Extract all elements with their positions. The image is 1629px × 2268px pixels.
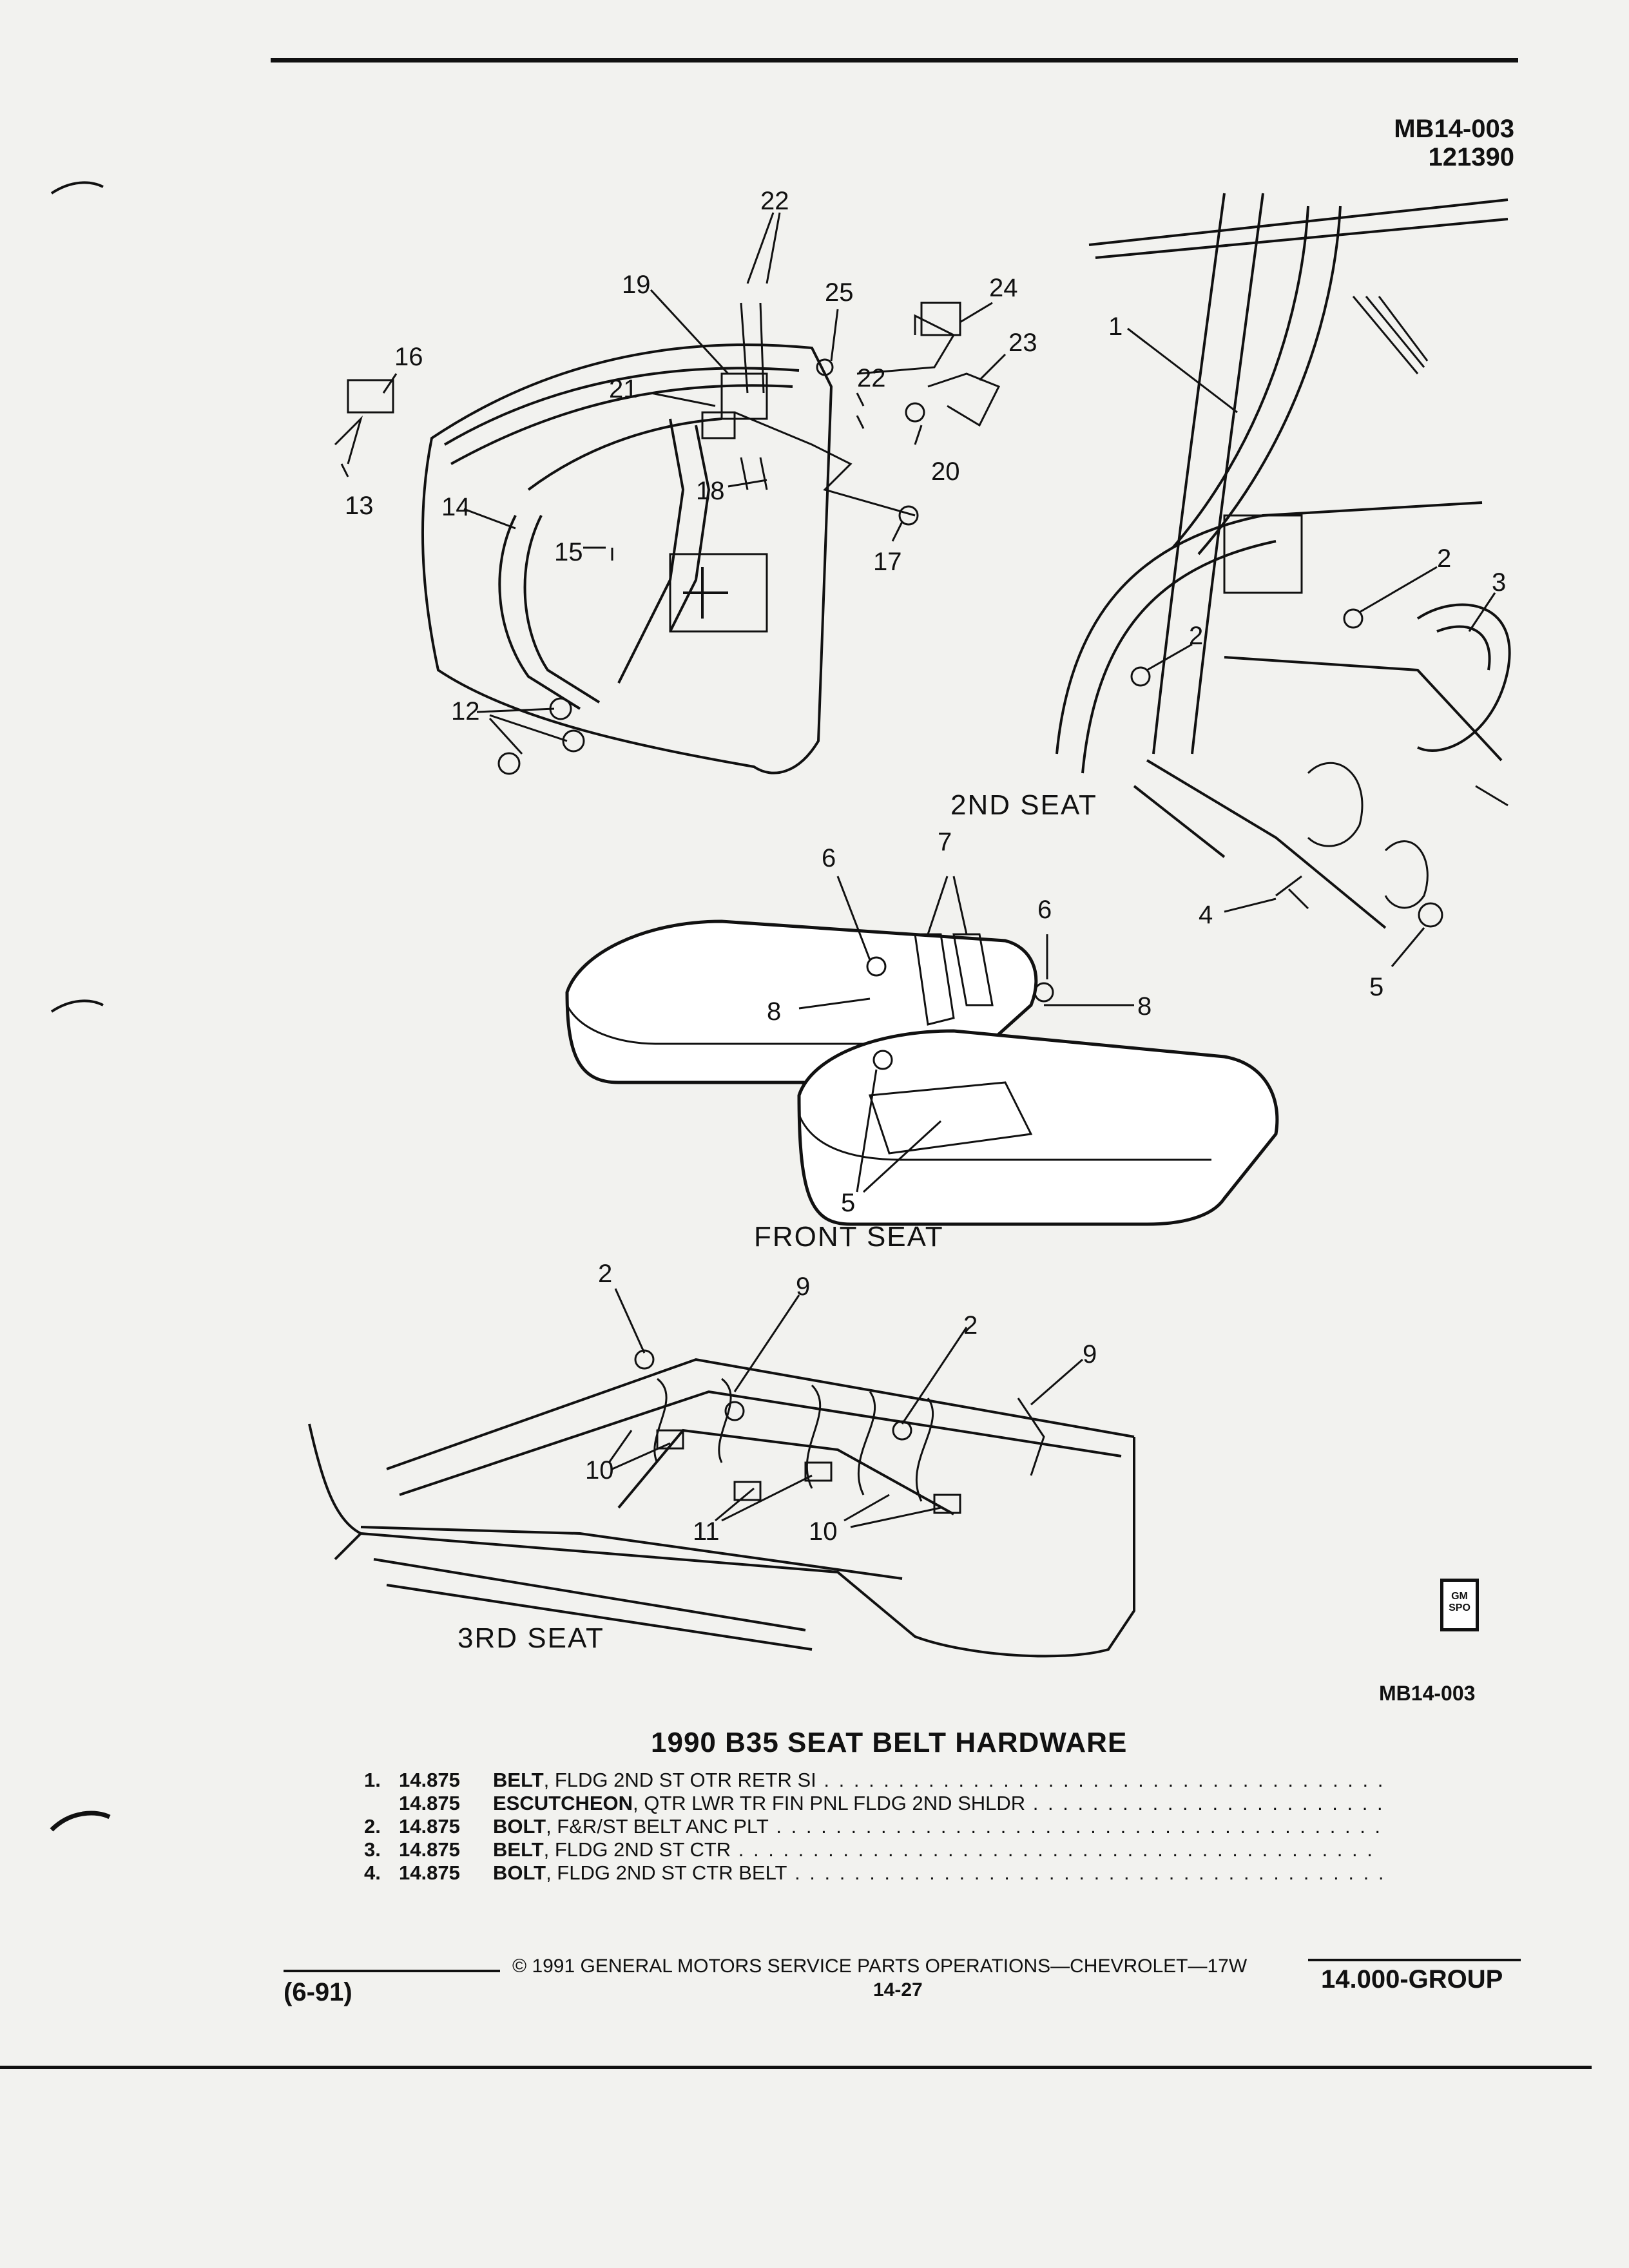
top-rule <box>271 58 1518 62</box>
callout-8-left: 8 <box>767 997 782 1026</box>
callout-13: 13 <box>345 492 374 520</box>
footer-rule-right <box>1308 1959 1521 1961</box>
footer-rule-left <box>284 1970 500 1972</box>
bottom-rule <box>0 2066 1592 2069</box>
callout-18: 18 <box>696 477 725 505</box>
footer-date: (6-91) <box>284 1978 352 2006</box>
figure-date-code: 121390 <box>1428 143 1514 171</box>
third-seat-view <box>308 1349 1135 1658</box>
binder-marks <box>50 181 111 1832</box>
part-name: BOLT <box>493 1815 546 1838</box>
footer-group: 14.000-GROUP <box>1321 1965 1503 1994</box>
parts-title: 1990 B35 SEAT BELT HARDWARE <box>651 1727 1128 1758</box>
callout-8-right: 8 <box>1137 992 1152 1021</box>
callout-16: 16 <box>394 343 423 371</box>
callout-6-right: 6 <box>1037 896 1052 924</box>
gm-logo-line1: GM <box>1451 1591 1468 1602</box>
figure-code-header: MB14-003 121390 <box>1321 115 1514 171</box>
leader-dots: . . . . . . . . . . . . . . . . . . . . … <box>776 1815 1382 1838</box>
front-seat-label: FRONT SEAT <box>754 1221 944 1253</box>
callout-4: 4 <box>1199 901 1213 929</box>
callout-24: 24 <box>989 274 1018 302</box>
second-seat-label: 2ND SEAT <box>950 789 1097 821</box>
callout-25: 25 <box>825 278 854 307</box>
part-desc: , QTR LWR TR FIN PNL FLDG 2ND SHLDR <box>633 1792 1026 1814</box>
callout-10-right: 10 <box>809 1517 838 1546</box>
part-number: 2. <box>364 1815 381 1838</box>
callout-9-right: 9 <box>1083 1340 1097 1369</box>
callout-12: 12 <box>451 697 480 726</box>
part-name: BOLT <box>493 1861 546 1884</box>
part-name: BELT <box>493 1838 544 1861</box>
part-section: 14.875 <box>399 1769 460 1791</box>
callout-19: 19 <box>622 271 651 299</box>
callout-22-right: 22 <box>857 364 886 392</box>
seat-belt-diagram <box>308 193 1511 1658</box>
callout-20: 20 <box>931 457 960 486</box>
leader-dots: . . . . . . . . . . . . . . . . . . . . … <box>738 1838 1382 1861</box>
callout-22-top: 22 <box>760 187 789 215</box>
leader-lines <box>340 212 1496 1528</box>
callout-10-left: 10 <box>585 1456 614 1485</box>
callout-21: 21 <box>609 375 638 403</box>
gm-logo-line2: SPO <box>1449 1602 1470 1613</box>
part-desc: , F&R/ST BELT ANC PLT <box>546 1815 769 1838</box>
leader-dots: . . . . . . . . . . . . . . . . . . . . … <box>1032 1792 1382 1814</box>
front-seat-view <box>565 919 1279 1226</box>
leader-dots: . . . . . . . . . . . . . . . . . . . . … <box>795 1861 1382 1884</box>
callout-3: 3 <box>1492 568 1507 597</box>
callout-15: 15 <box>554 538 583 566</box>
part-name: BELT <box>493 1769 544 1791</box>
part-number: 1. <box>364 1769 381 1791</box>
leader-dots: . . . . . . . . . . . . . . . . . . . . … <box>824 1769 1382 1791</box>
part-number <box>364 1792 399 1815</box>
parts-row: 1. 14.875 BELT , FLDG 2ND ST OTR RETR SI… <box>364 1769 1382 1792</box>
part-desc: , FLDG 2ND ST OTR RETR SI <box>543 1769 816 1791</box>
part-name: ESCUTCHEON <box>493 1792 633 1814</box>
figure-code: MB14-003 <box>1394 115 1514 143</box>
callout-23: 23 <box>1008 329 1037 357</box>
part-desc: , FLDG 2ND ST CTR <box>543 1838 731 1861</box>
callout-7: 7 <box>938 828 952 856</box>
callout-1: 1 <box>1108 312 1123 341</box>
parts-row: 2. 14.875 BOLT , F&R/ST BELT ANC PLT . .… <box>364 1815 1382 1838</box>
parts-row: 4. 14.875 BOLT , FLDG 2ND ST CTR BELT . … <box>364 1861 1382 1885</box>
callout-11: 11 <box>693 1517 720 1546</box>
callout-6-left: 6 <box>822 844 836 872</box>
part-section: 14.875 <box>399 1792 460 1814</box>
part-section: 14.875 <box>399 1861 460 1884</box>
third-seat-label: 3RD SEAT <box>458 1622 604 1654</box>
rear-door-view <box>334 302 1001 775</box>
parts-row: 3. 14.875 BELT , FLDG 2ND ST CTR . . . .… <box>364 1838 1382 1861</box>
parts-row: 14.875 ESCUTCHEON , QTR LWR TR FIN PNL F… <box>364 1792 1382 1815</box>
callout-2-third-left: 2 <box>598 1260 613 1288</box>
part-desc: , FLDG 2ND ST CTR BELT <box>546 1861 787 1884</box>
parts-list: 1. 14.875 BELT , FLDG 2ND ST OTR RETR SI… <box>364 1769 1382 1885</box>
part-number: 4. <box>364 1861 381 1884</box>
footer-copyright: © 1991 GENERAL MOTORS SERVICE PARTS OPER… <box>512 1956 1248 1977</box>
callout-2-left: 2 <box>1189 622 1204 650</box>
part-number: 3. <box>364 1838 381 1861</box>
part-section: 14.875 <box>399 1838 460 1861</box>
callout-2-third-right: 2 <box>963 1311 978 1340</box>
callout-14: 14 <box>441 493 470 521</box>
footer-page-number: 14-27 <box>873 1979 923 2001</box>
callout-5-right: 5 <box>1369 973 1384 1001</box>
callout-2-right: 2 <box>1437 544 1452 573</box>
callout-17: 17 <box>873 548 902 576</box>
part-section: 14.875 <box>399 1815 460 1838</box>
second-seat-view <box>1055 193 1511 929</box>
gm-spo-logo: GM SPO <box>1440 1579 1479 1631</box>
callout-9-left: 9 <box>796 1273 811 1301</box>
figure-code-footer: MB14-003 <box>1379 1682 1476 1705</box>
callout-5-front: 5 <box>841 1189 856 1217</box>
